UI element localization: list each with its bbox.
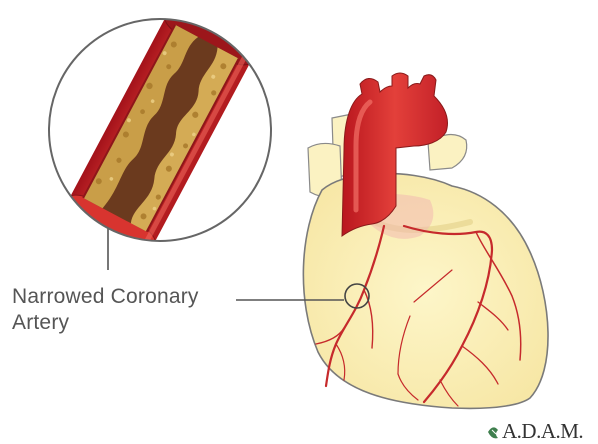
magnified-artery-view [47,0,271,285]
callout-label: Narrowed Coronary Artery [12,284,199,336]
heart [303,73,548,408]
adam-logo-text: A.D.A.M. [502,419,583,443]
adam-logo: A.D.A.M. [486,420,583,442]
callout-label-line-2: Artery [12,310,199,336]
callout-label-line-1: Narrowed Coronary [12,284,199,310]
